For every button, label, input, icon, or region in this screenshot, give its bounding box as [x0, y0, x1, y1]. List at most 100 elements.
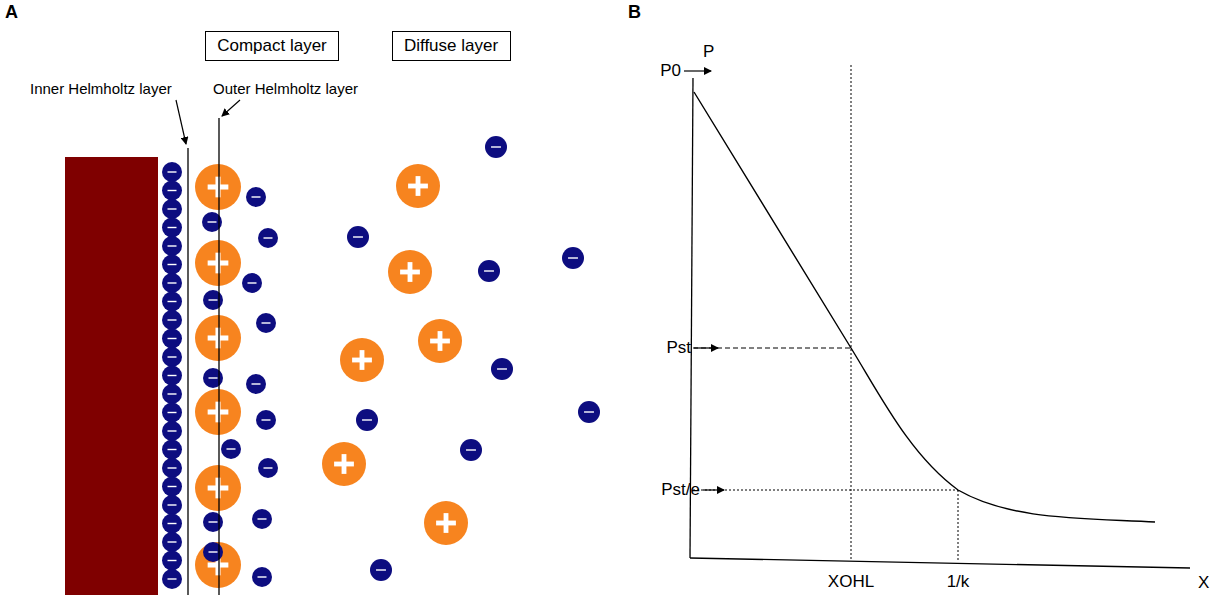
charge-sign: [353, 236, 363, 237]
charge-sign: [258, 518, 267, 519]
charge-sign: [168, 264, 177, 265]
charge-sign: [168, 393, 177, 394]
anion: [162, 347, 182, 367]
cation: [195, 240, 241, 286]
charge-sign: [215, 328, 220, 349]
axis-value: Pst: [666, 338, 691, 358]
charge-sign: [215, 478, 220, 499]
anion: [246, 374, 266, 394]
charge-sign: [168, 375, 177, 376]
anion: [460, 439, 482, 461]
charge-sign: [168, 208, 177, 209]
charge-sign: [215, 177, 220, 198]
leader-arrow: [176, 100, 186, 144]
anion: [252, 509, 272, 529]
cation: [195, 542, 241, 588]
anion: [162, 495, 182, 515]
anion: [162, 329, 182, 349]
charge-sign: [252, 196, 261, 197]
charge-sign: [168, 578, 177, 579]
anion: [162, 236, 182, 256]
charge-sign: [168, 430, 177, 431]
cation: [195, 465, 241, 511]
anion: [485, 136, 507, 158]
charge-sign: [168, 319, 177, 320]
anion: [162, 403, 182, 423]
charge-sign: [168, 282, 177, 283]
anion: [162, 384, 182, 404]
charge-sign: [342, 454, 347, 474]
charge-sign: [497, 368, 507, 369]
charge-sign: [168, 467, 177, 468]
cation: [322, 442, 366, 486]
anion: [162, 532, 182, 552]
charge-sign: [376, 569, 386, 570]
charge-sign: [168, 356, 177, 357]
layer-label-box: Compact layer: [205, 31, 339, 61]
anion: [258, 458, 278, 478]
anion: [162, 458, 182, 478]
cation: [195, 389, 241, 435]
panel-letter: A: [5, 2, 18, 23]
axis-label: P: [703, 42, 714, 62]
anion: [203, 290, 223, 310]
cation: [340, 338, 384, 382]
anion: [162, 366, 182, 386]
axis-value: P0: [660, 61, 681, 81]
charge-sign: [208, 221, 217, 222]
charge-sign: [168, 504, 177, 505]
charge-sign: [209, 377, 218, 378]
cation: [424, 501, 468, 545]
anion: [203, 512, 223, 532]
charge-sign: [491, 146, 501, 147]
anion: [252, 567, 272, 587]
charge-sign: [248, 282, 257, 283]
pst-guide: [693, 348, 851, 349]
layer-label: Compact layer: [217, 36, 327, 56]
anion: [162, 255, 182, 275]
charge-sign: [168, 301, 177, 302]
charge-sign: [252, 383, 261, 384]
charge-sign: [209, 551, 218, 552]
anion: [356, 409, 378, 431]
charge-sign: [168, 541, 177, 542]
charge-sign: [168, 486, 177, 487]
debye-guide: [958, 490, 959, 562]
anion: [162, 477, 182, 497]
axis-value: 1/k: [947, 572, 970, 592]
charge-sign: [568, 257, 578, 258]
panel-letter: B: [628, 2, 641, 23]
charge-sign: [168, 245, 177, 246]
charge-sign: [168, 412, 177, 413]
x-axis: [690, 558, 1190, 568]
anion: [242, 273, 262, 293]
cation: [388, 250, 432, 294]
cation: [396, 164, 440, 208]
anion: [162, 218, 182, 238]
anion: [162, 310, 182, 330]
anion: [478, 260, 500, 282]
pste-guide: [693, 490, 958, 491]
anion: [162, 514, 182, 534]
label-arrow: [694, 347, 718, 348]
charge-sign: [444, 513, 449, 533]
anion: [162, 292, 182, 312]
plane-label: Inner Helmholtz layer: [30, 80, 172, 97]
charge-sign: [168, 560, 177, 561]
charge-sign: [168, 171, 177, 172]
outer-helmholtz-plane: [218, 118, 219, 595]
potential-curve: [694, 92, 1155, 522]
charge-sign: [360, 350, 365, 370]
anion: [491, 358, 513, 380]
anion: [256, 410, 276, 430]
cation: [195, 315, 241, 361]
anion: [162, 569, 182, 589]
charge-sign: [227, 448, 236, 449]
layer-label: Diffuse layer: [404, 36, 498, 56]
label-arrow: [684, 70, 711, 71]
charge-sign: [416, 176, 421, 196]
charge-sign: [362, 419, 372, 420]
cation: [418, 319, 462, 363]
anion: [347, 226, 369, 248]
